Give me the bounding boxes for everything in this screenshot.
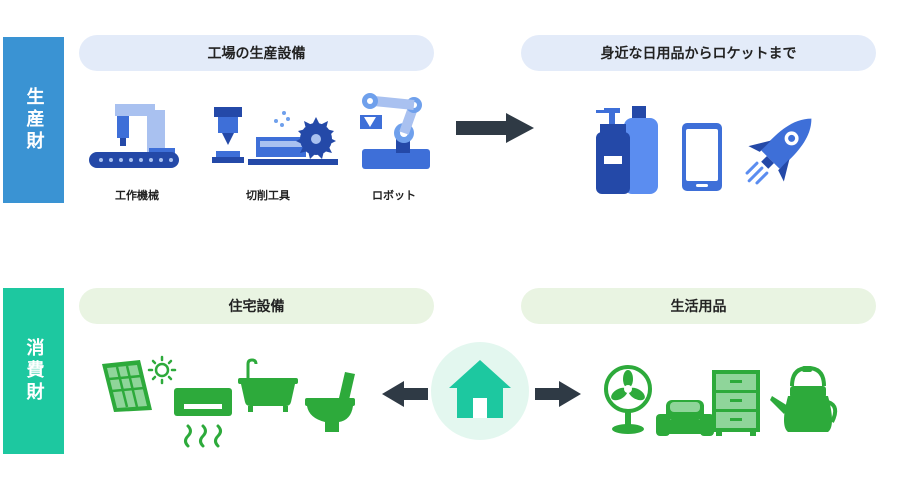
consumer-goods-tab-label: 消費財 — [23, 338, 45, 404]
machine-tool-caption: 工作機械 — [115, 189, 159, 202]
housing-equipment-heading: 住宅設備 — [79, 288, 434, 324]
cutting-tool-caption: 切削工具 — [246, 189, 290, 202]
rocket-icon — [745, 118, 812, 185]
factory-equipment-heading: 工場の生産設備 — [79, 35, 434, 71]
arrow-left-icon — [382, 381, 428, 407]
cutting-tool-icon — [212, 107, 338, 165]
consumer-goods-tab: 消費財 — [3, 288, 64, 454]
kettle-icon — [770, 365, 838, 432]
producer-goods-tab: 生産財 — [3, 37, 64, 203]
solar-panel-icon — [102, 355, 177, 412]
toilet-icon — [305, 372, 355, 432]
smartphone-icon — [682, 123, 722, 191]
drawer-chest-icon — [712, 370, 760, 436]
everyday-to-rocket-heading: 身近な日用品からロケットまで — [521, 35, 876, 71]
bottles-icon — [596, 106, 658, 194]
daily-goods-heading: 生活用品 — [521, 288, 876, 324]
sofa-icon — [656, 400, 714, 436]
robot-caption: ロボット — [372, 189, 416, 202]
air-conditioner-icon — [174, 388, 232, 448]
bathtub-icon — [238, 358, 298, 412]
arrow-right-icon — [456, 113, 534, 143]
producer-goods-tab-label: 生産財 — [23, 87, 45, 153]
robot-arm-icon — [360, 93, 430, 169]
fan-icon — [604, 365, 652, 434]
house-icon — [431, 342, 529, 440]
machine-tool-icon — [89, 104, 179, 168]
arrow-right-small-icon — [535, 381, 581, 407]
